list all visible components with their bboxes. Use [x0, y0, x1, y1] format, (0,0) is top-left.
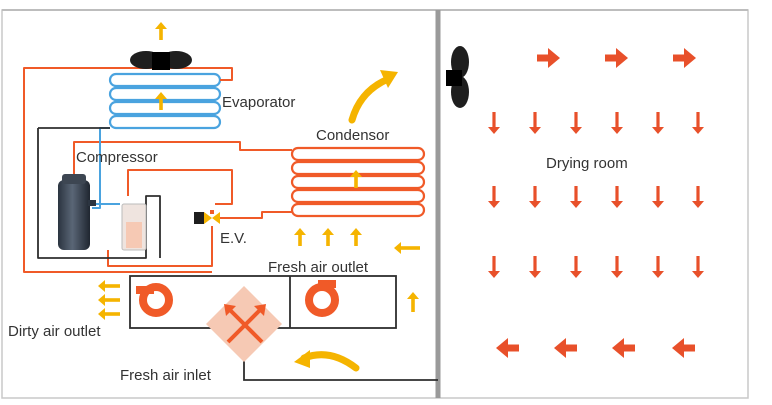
expansion-valve-icon: [194, 210, 220, 224]
room-arrow-down: [488, 112, 500, 134]
wall-fan-icon: [446, 46, 469, 108]
accumulator: [121, 203, 147, 251]
condensor-coil: [290, 146, 426, 218]
curved-arrow: [348, 76, 390, 124]
room-arrow-left: [496, 338, 519, 358]
room-arrow-down: [570, 112, 582, 134]
label-expansion-valve: E.V.: [220, 230, 247, 247]
arrow-up: [407, 292, 419, 312]
refrigerant-pipes: [23, 67, 292, 273]
label-evaporator: Evaporator: [222, 94, 295, 111]
room-arrow-down: [529, 112, 541, 134]
room-arrow-down: [652, 186, 664, 208]
curved-arrow-head: [294, 350, 310, 368]
label-fresh-air-outlet: Fresh air outlet: [268, 259, 369, 276]
room-arrow-right: [673, 48, 696, 68]
arrow-left: [98, 280, 120, 292]
room-airflow-arrows: [488, 48, 704, 358]
centrifugal-blower-icon: [136, 283, 173, 317]
arrow-up: [350, 170, 362, 188]
arrow-up: [294, 228, 306, 246]
room-arrow-left: [672, 338, 695, 358]
room-arrow-right: [605, 48, 628, 68]
evaporator-coil: [108, 72, 222, 130]
label-fresh-air-inlet: Fresh air inlet: [120, 367, 212, 384]
room-arrow-left: [612, 338, 635, 358]
room-arrow-down: [692, 186, 704, 208]
room-arrow-down: [652, 112, 664, 134]
label-drying-room: Drying room: [546, 155, 628, 172]
curved-arrow: [300, 351, 360, 372]
arrow-up: [350, 228, 362, 246]
air-duct: [129, 275, 438, 381]
room-arrow-down: [611, 112, 623, 134]
compressor: [58, 174, 96, 250]
arrow-up: [155, 22, 167, 40]
room-arrow-down: [652, 256, 664, 278]
arrow-left: [98, 308, 120, 320]
room-arrow-down: [692, 112, 704, 134]
centrifugal-blower-icon: [305, 280, 339, 317]
label-dirty-air-outlet: Dirty air outlet: [8, 323, 101, 340]
room-arrow-down: [570, 186, 582, 208]
room-arrow-down: [611, 256, 623, 278]
curved-arrow-head: [380, 70, 398, 88]
room-arrow-down: [611, 186, 623, 208]
room-arrow-down: [529, 256, 541, 278]
arrow-up: [155, 92, 167, 110]
fan-icon: [130, 51, 192, 70]
label-condensor: Condensor: [316, 127, 389, 144]
arrow-up: [322, 228, 334, 246]
room-arrow-down: [488, 186, 500, 208]
label-compressor: Compressor: [76, 149, 158, 166]
arrow-left: [394, 242, 420, 254]
room-arrow-right: [537, 48, 560, 68]
room-arrow-down: [529, 186, 541, 208]
room-arrow-down: [488, 256, 500, 278]
room-arrow-down: [692, 256, 704, 278]
room-arrow-down: [570, 256, 582, 278]
airflow-arrows: [98, 22, 420, 372]
cross-flow-heat-exchanger-icon: [206, 286, 282, 362]
arrow-left: [98, 294, 120, 306]
room-arrow-left: [554, 338, 577, 358]
